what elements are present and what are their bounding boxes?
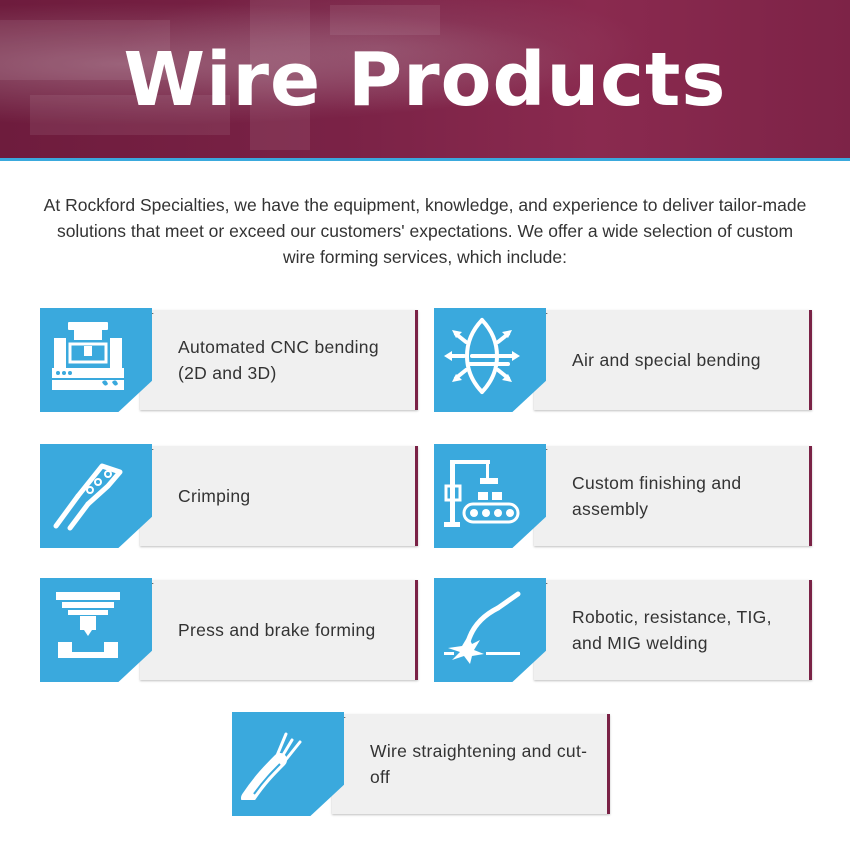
service-label: Custom finishing and assembly — [572, 473, 742, 519]
air-bending-icon — [444, 318, 520, 394]
service-label: Crimping — [178, 486, 251, 506]
card-panel — [534, 580, 812, 680]
press-brake-icon — [56, 592, 120, 658]
hero-banner: Wire Products — [0, 0, 850, 160]
service-label: Automated CNC bending (2D and 3D) — [178, 337, 379, 383]
card-panel — [140, 310, 418, 410]
card-panel — [534, 310, 812, 410]
service-card-cnc-bending: Automated CNC bending (2D and 3D) — [40, 308, 418, 412]
intro-text: At Rockford Specialties, we have the equ… — [43, 195, 807, 267]
service-card-finishing-assembly: Custom finishing and assembly — [434, 444, 812, 548]
wire-cable-icon — [241, 732, 302, 800]
card-panel — [140, 580, 418, 680]
assembly-line-icon — [444, 460, 520, 527]
service-label: Press and brake forming — [178, 620, 376, 640]
hero-background-shape — [30, 95, 230, 135]
icon-box — [40, 578, 152, 682]
cnc-machine-icon — [52, 322, 124, 390]
hero-background-shape — [250, 0, 310, 150]
service-card-welding: Robotic, resistance, TIG, and MIG weldin… — [434, 578, 812, 682]
hero-background-shape — [0, 20, 170, 80]
hero-background-shape — [330, 5, 440, 35]
service-label: Air and special bending — [572, 350, 761, 370]
icon-box — [40, 444, 152, 548]
icon-box — [434, 578, 546, 682]
service-card-wire-straightening: Wire straightening and cut-off — [232, 712, 610, 816]
icon-box — [434, 444, 546, 548]
service-card-air-bending: Air and special bending — [434, 308, 812, 412]
service-card-press-brake: Press and brake forming — [40, 578, 418, 682]
page-title: Wire Products — [123, 37, 727, 123]
icon-box — [434, 308, 546, 412]
crimping-tool-icon — [53, 463, 123, 531]
service-card-crimping: Crimping — [40, 444, 418, 548]
card-panel — [534, 446, 812, 546]
card-panel — [140, 446, 418, 546]
icon-box — [232, 712, 344, 816]
service-label: Wire straightening and cut-off — [370, 741, 588, 787]
service-label: Robotic, resistance, TIG, and MIG weldin… — [572, 607, 772, 653]
icon-box — [40, 308, 152, 412]
hero-divider — [0, 158, 850, 161]
welding-torch-icon — [444, 591, 521, 664]
card-panel — [332, 714, 610, 814]
